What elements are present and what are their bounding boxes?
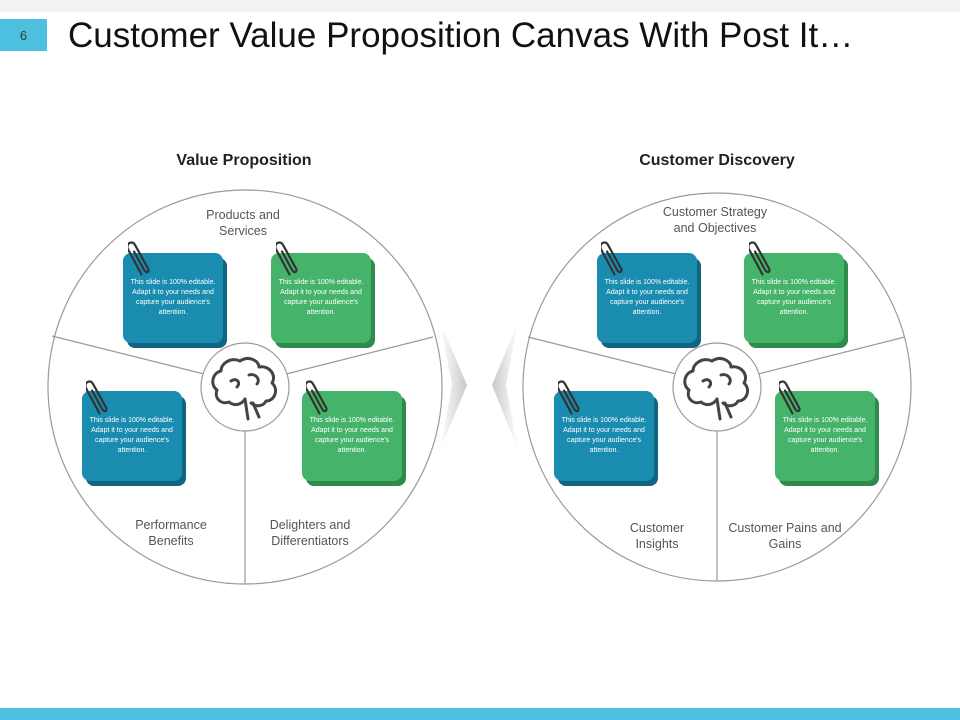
paperclip-icon [86, 380, 108, 415]
sticky-note: This slide is 100% editable. Adapt it to… [82, 391, 182, 481]
section-title-customer-discovery: Customer Discovery [639, 152, 795, 169]
label-customer-strategy: Customer Strategy and Objectives [662, 205, 768, 235]
paperclip-icon [749, 241, 771, 276]
sticky-note: This slide is 100% editable. Adapt it to… [775, 391, 875, 481]
sticky-note: This slide is 100% editable. Adapt it to… [302, 391, 402, 481]
label-customer-pains-gains: Customer Pains and Gains [728, 521, 842, 551]
brain-icon [211, 357, 278, 421]
label-performance-benefits: Performance Benefits [135, 518, 207, 548]
sticky-note: This slide is 100% editable. Adapt it to… [554, 391, 654, 481]
label-delighters-differentiators: Delighters and Differentiators [269, 518, 351, 548]
top-strip [0, 0, 960, 12]
brain-icon [683, 357, 750, 421]
label-products-services: Products and Services [206, 208, 280, 238]
paperclip-icon [558, 380, 580, 415]
sticky-note: This slide is 100% editable. Adapt it to… [271, 253, 371, 343]
slide-number: 6 [0, 19, 47, 51]
paperclip-icon [601, 241, 623, 276]
slide-title: Customer Value Proposition Canvas With P… [68, 16, 854, 55]
paperclip-icon [779, 380, 801, 415]
chevron-right-icon [440, 322, 467, 450]
label-customer-insights: Customer Insights [629, 521, 685, 551]
sticky-note: This slide is 100% editable. Adapt it to… [123, 253, 223, 343]
paperclip-icon [276, 241, 298, 276]
sticky-note: This slide is 100% editable. Adapt it to… [744, 253, 844, 343]
section-title-value-proposition: Value Proposition [176, 152, 312, 169]
bottom-accent-bar [0, 708, 960, 720]
sticky-note: This slide is 100% editable. Adapt it to… [597, 253, 697, 343]
paperclip-icon [128, 241, 150, 276]
chevron-left-icon [492, 322, 518, 450]
paperclip-icon [306, 380, 328, 415]
